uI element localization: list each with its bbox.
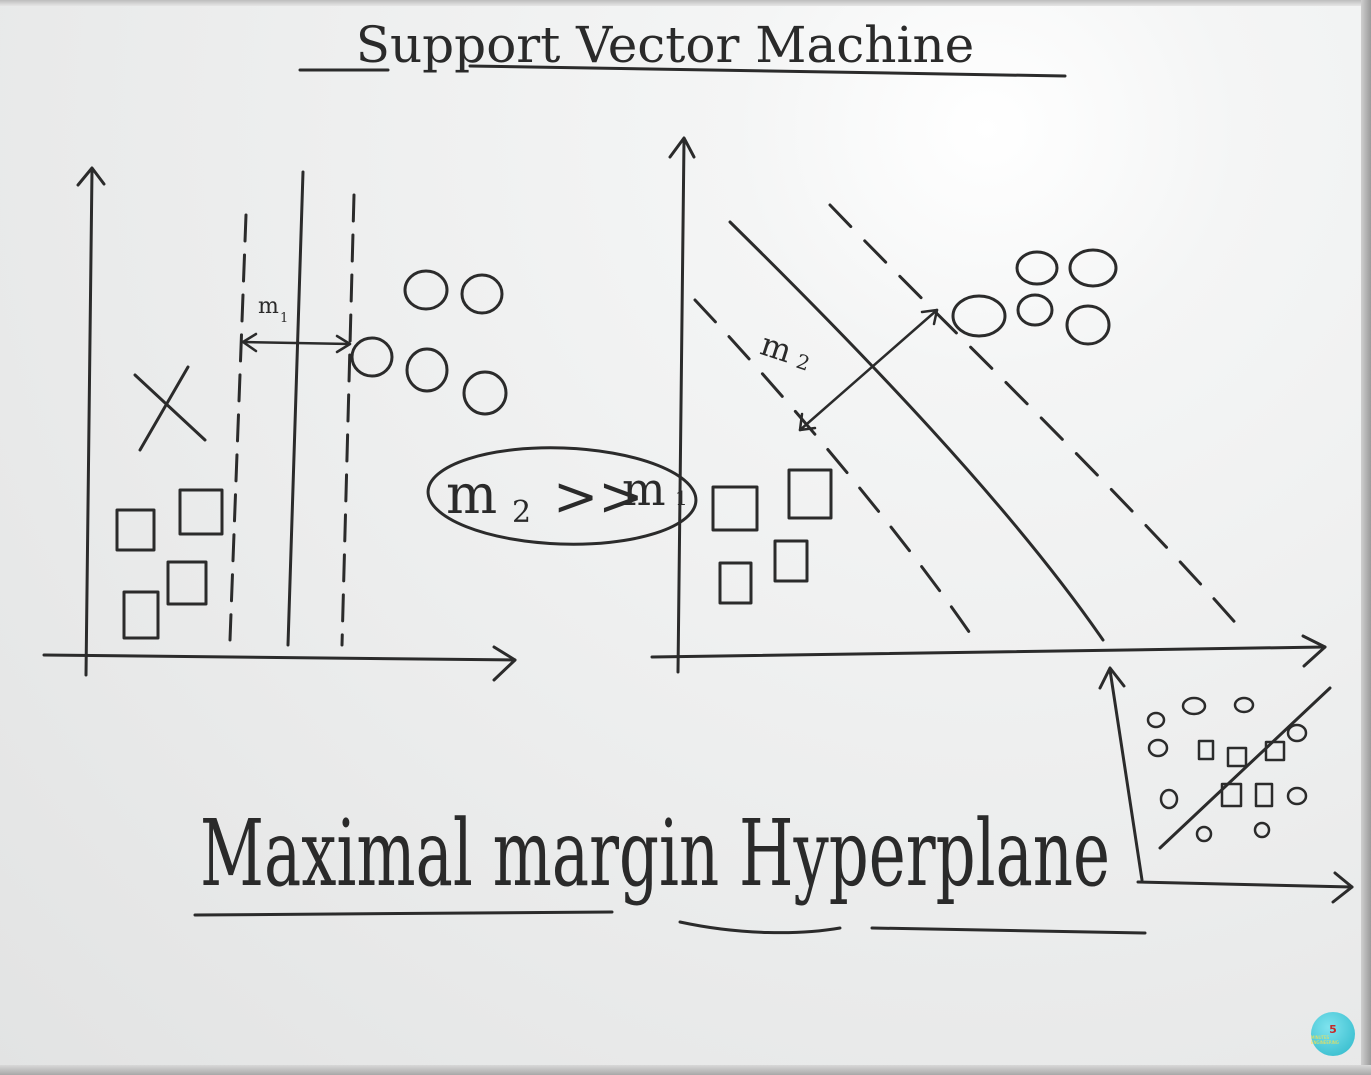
right-hyperplane [728, 220, 1105, 642]
comparison-ellipse [426, 446, 698, 546]
channel-logo: 5 MINUTES ENGINEERING [1311, 1012, 1355, 1056]
cross-mark [133, 373, 207, 442]
left-x-axis-arrow [492, 645, 517, 682]
circle-point [1181, 696, 1207, 716]
square-point [1254, 782, 1274, 808]
circle-point [403, 269, 449, 311]
circle-point [1195, 825, 1213, 843]
inset-x-axis [1136, 880, 1354, 889]
comparison-rhs: m [622, 462, 666, 516]
caption-underline-2 [678, 920, 842, 935]
square-point [1226, 746, 1248, 768]
right-plot: m 2 [650, 136, 1327, 674]
circle-point [1286, 786, 1308, 806]
right-margin-line-1 [828, 203, 1242, 630]
square-point [178, 488, 224, 536]
margin-comparison: m 2 >> m 1 [426, 446, 698, 546]
circle-point [1147, 738, 1169, 758]
square-point [1264, 740, 1286, 762]
inset-plot [1098, 666, 1354, 904]
circle-point [951, 294, 1007, 338]
left-margin-line-1 [228, 213, 248, 642]
title: Support Vector Machine [356, 16, 975, 74]
left-y-axis-arrow [76, 166, 106, 187]
square-point [1197, 739, 1215, 761]
circle-point [405, 347, 449, 393]
left-margin-subscript: 1 [280, 311, 288, 326]
title-underline-2 [468, 64, 1067, 78]
left-hyperplane [286, 170, 305, 647]
left-x-axis [42, 653, 517, 662]
square-point [166, 560, 208, 606]
inset-y-axis-arrow [1098, 666, 1126, 690]
circle-point [1016, 293, 1054, 327]
bottom-caption: Maximal margin Hyperplane [200, 800, 1110, 907]
inset-separator-line [1158, 686, 1332, 850]
right-y-axis [676, 138, 686, 674]
circle-point [460, 273, 504, 315]
left-y-axis [84, 168, 94, 677]
whiteboard-frame-top [0, 0, 1371, 6]
right-margin-label: m [756, 325, 797, 371]
comparison-lhs-subscript: 2 [512, 495, 531, 530]
square-point [115, 508, 156, 552]
logo-number: 5 [1329, 1022, 1337, 1036]
comparison-operator: >> [553, 465, 644, 528]
right-x-axis [650, 645, 1327, 659]
comparison-lhs: m [446, 463, 497, 526]
whiteboard-frame-bottom [0, 1065, 1371, 1075]
circle-point [1253, 821, 1271, 839]
circle-point [1159, 788, 1179, 810]
circle-point [462, 370, 508, 416]
square-point [1220, 782, 1243, 808]
right-margin-line-2 [693, 298, 978, 644]
square-point [711, 485, 759, 532]
inset-x-axis-arrow [1331, 871, 1354, 904]
circle-point [1065, 304, 1111, 346]
square-point [773, 539, 809, 583]
right-x-axis-arrow [1301, 634, 1327, 668]
circle-point [1015, 250, 1059, 286]
square-point [122, 590, 160, 640]
circle-point [350, 336, 394, 378]
caption-underline-3 [870, 926, 1147, 935]
inset-y-axis [1108, 668, 1144, 882]
caption-underline-1 [193, 910, 614, 917]
right-margin-subscript: 2 [793, 349, 813, 376]
square-point [787, 468, 833, 520]
right-margin-arrow [798, 308, 939, 432]
left-plot: m 1 [42, 166, 517, 682]
square-point [718, 561, 753, 605]
circle-point [1146, 711, 1166, 729]
circle-point [1068, 248, 1118, 288]
left-margin-arrow [241, 340, 352, 346]
left-margin-line-2 [340, 193, 356, 647]
whiteboard-frame-right [1361, 0, 1371, 1075]
right-y-axis-arrow [668, 136, 696, 159]
left-margin-label: m [258, 294, 279, 319]
circle-point [1233, 696, 1255, 714]
logo-text: MINUTES ENGINEERING [1311, 1034, 1339, 1045]
circle-point [1286, 723, 1308, 743]
